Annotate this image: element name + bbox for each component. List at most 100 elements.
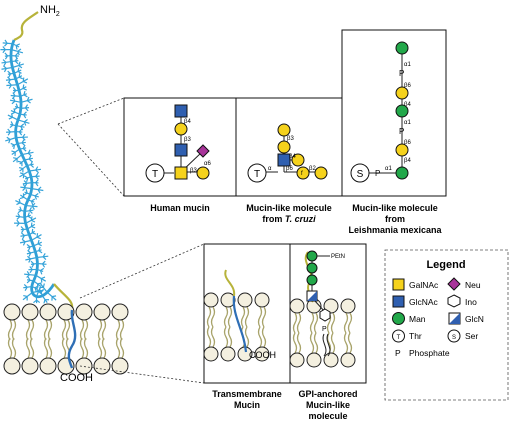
galactose-icon <box>395 143 409 157</box>
svg-text:β6: β6 <box>404 140 411 146</box>
transmembrane-caption-line1: Transmembrane <box>212 389 282 399</box>
leishmania-caption-line1: Mucin-like molecule <box>352 203 438 213</box>
glcnac-icon <box>277 153 291 167</box>
galnac-icon <box>174 166 188 180</box>
svg-text:P: P <box>399 127 404 136</box>
legend: Legend GalNAc Neu GlcNAc Ino Man GlcN T … <box>384 249 509 401</box>
hexagon-icon <box>447 294 461 308</box>
svg-text:T: T <box>152 169 158 180</box>
lipid-bilayer-transmembrane <box>203 292 270 362</box>
mannose-icon <box>306 250 318 262</box>
svg-text:S: S <box>452 335 456 341</box>
thr-symbol-icon <box>392 329 405 343</box>
galactose-icon <box>291 153 305 167</box>
mannose-icon <box>395 166 409 180</box>
svg-text:β4: β4 <box>184 119 191 125</box>
purple-diamond-icon <box>447 277 461 291</box>
tcruzi-caption-line1: Mucin-like molecule <box>246 203 332 213</box>
svg-text:P: P <box>395 348 401 358</box>
galactose-icon <box>196 166 210 180</box>
leishmania-panel <box>341 29 447 197</box>
svg-text:β6: β6 <box>404 83 411 89</box>
ser-symbol-icon <box>447 329 461 343</box>
galactose-icon <box>277 123 291 137</box>
blue-square-icon <box>392 295 405 308</box>
yellow-square-icon <box>392 278 405 291</box>
mannose-icon <box>306 262 318 274</box>
svg-text:Neu: Neu <box>465 280 481 290</box>
galactofuranose-icon <box>296 166 310 180</box>
svg-text:α1: α1 <box>404 62 411 68</box>
svg-text:Ino: Ino <box>465 297 477 307</box>
neu-icon <box>196 144 210 158</box>
leishmania-caption-line3: Leishmania mexicana <box>348 225 442 235</box>
gpi-anchor: PEtN P <box>304 250 345 357</box>
svg-text:Phosphate: Phosphate <box>409 348 450 358</box>
svg-text:GlcNAc: GlcNAc <box>409 297 439 307</box>
svg-text:P: P <box>322 326 327 333</box>
svg-text:α: α <box>268 166 272 172</box>
svg-text:P: P <box>399 69 404 78</box>
svg-text:PEtN: PEtN <box>331 254 345 260</box>
svg-text:β3: β3 <box>184 137 191 143</box>
svg-text:GalNAc: GalNAc <box>409 280 439 290</box>
transmembrane-cooh: COOH <box>249 350 276 360</box>
human-mucin-caption: Human mucin <box>150 203 210 213</box>
svg-text:Thr: Thr <box>409 331 422 341</box>
n-terminus-label: NH2 <box>40 4 60 18</box>
gpi-caption-line3: molecule <box>308 411 347 421</box>
transmembrane-segment <box>67 309 77 369</box>
svg-text:β4: β4 <box>404 102 411 108</box>
mannose-icon <box>395 41 409 55</box>
threonine-icon <box>145 163 165 183</box>
svg-text:β3: β3 <box>287 136 294 142</box>
tcruzi-glycan: f T β3 β4 β6 β2 α <box>247 123 328 183</box>
svg-text:α1: α1 <box>404 120 411 126</box>
glycosylated-mucin-chain <box>0 39 57 304</box>
serine-icon <box>350 163 370 183</box>
transmembrane-panel <box>203 243 291 384</box>
tcruzi-caption-line2: from T. cruzi <box>262 214 316 224</box>
svg-text:β2: β2 <box>309 166 316 172</box>
glcnac-icon <box>174 104 188 118</box>
svg-text:T: T <box>397 335 401 341</box>
svg-text:α1: α1 <box>385 166 392 172</box>
human-mucin-glycan: T β4 β3 β3 α6 <box>145 104 211 183</box>
svg-text:P: P <box>375 169 380 178</box>
svg-text:α6: α6 <box>204 161 211 167</box>
gpi-caption-line2: Mucin-like <box>306 400 350 410</box>
svg-text:GlcN: GlcN <box>465 314 484 324</box>
transmembrane-chain <box>232 295 248 353</box>
svg-text:β4: β4 <box>404 158 411 164</box>
galactose-icon <box>314 166 328 180</box>
galactose-icon <box>277 140 291 154</box>
n-terminal-tail <box>13 11 39 41</box>
leishmania-caption-line2: from <box>385 214 405 224</box>
mannose-icon <box>306 274 318 286</box>
transmembrane-caption-line2: Mucin <box>234 400 260 410</box>
c-terminus-label: COOH <box>60 372 93 384</box>
threonine-icon <box>247 163 267 183</box>
gpi-caption-line1: GPI-anchored <box>298 389 357 399</box>
svg-text:S: S <box>357 169 364 180</box>
mannose-icon <box>395 104 409 118</box>
lipid-bilayer-left <box>3 303 129 375</box>
glcnac-icon <box>174 143 188 157</box>
svg-text:T: T <box>254 169 260 180</box>
svg-text:β6: β6 <box>286 166 293 172</box>
green-circle-icon <box>392 312 405 325</box>
transmembrane-chain-tail <box>224 269 236 297</box>
gpi-panel <box>289 243 367 384</box>
svg-text:f: f <box>301 171 303 177</box>
svg-text:Man: Man <box>409 314 426 324</box>
svg-text:β4: β4 <box>289 154 296 160</box>
leishmania-glycan: α1 P β6 β4 α1 P β6 β4 P α1 S <box>350 41 411 183</box>
inositol-icon <box>319 308 331 322</box>
galactose-icon <box>395 86 409 100</box>
legend-title: Legend <box>426 259 465 271</box>
svg-text:Ser: Ser <box>465 331 478 341</box>
galactose-icon <box>174 122 188 136</box>
lipid-bilayer-gpi <box>289 298 356 368</box>
svg-text:β3: β3 <box>190 168 197 174</box>
